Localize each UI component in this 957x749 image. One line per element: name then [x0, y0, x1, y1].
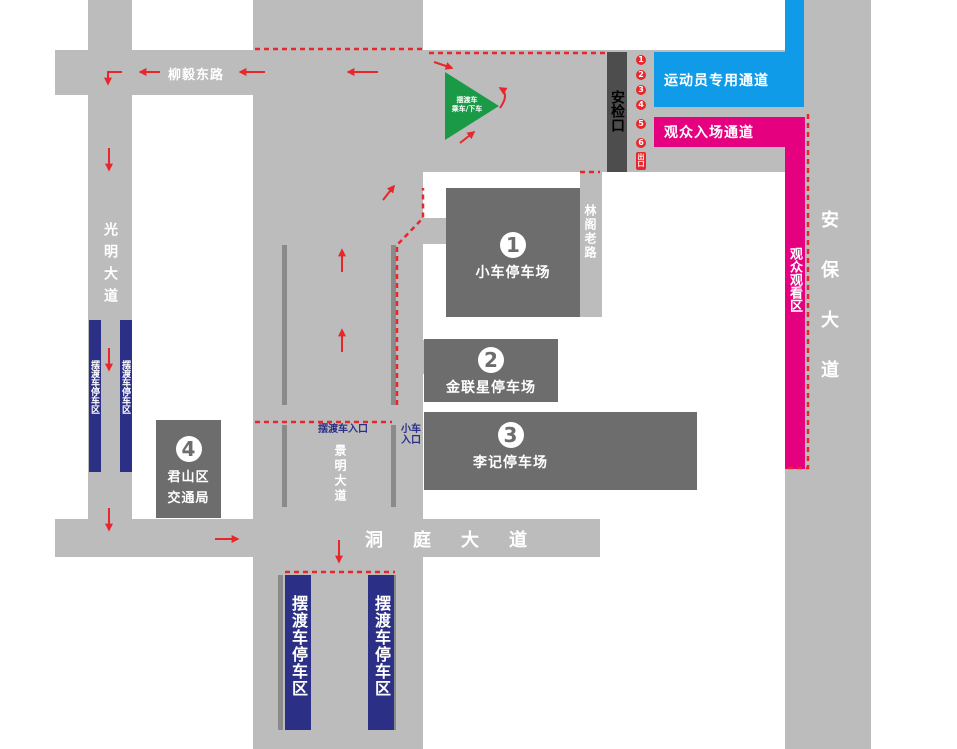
- gate-3-marker: 3: [636, 85, 646, 95]
- shuttle-zone-left-1[interactable]: 摆渡车停车区: [89, 320, 101, 472]
- shuttle-zone-label: 摆渡车停车区: [289, 595, 308, 697]
- lot-name: 李记停车场: [473, 455, 548, 471]
- junshan-traffic-bureau[interactable]: 4 君山区 交通局: [156, 420, 221, 518]
- gate-4-marker: 4: [636, 100, 646, 110]
- lot-number-badge: 2: [478, 347, 504, 373]
- gate-6-marker: 6: [636, 138, 646, 148]
- exit-label: 出口: [637, 153, 645, 167]
- road-label-guangming: 光明大道: [102, 222, 118, 310]
- road-label-jingming: 景明大道: [333, 444, 347, 504]
- road-label-liuyi-east: 柳毅东路: [168, 68, 225, 83]
- road-lot1-access: [423, 218, 447, 244]
- median-right: [391, 245, 396, 405]
- road-dongting: [55, 519, 600, 557]
- median-bottom-left: [278, 575, 283, 730]
- exit-marker: 出口: [636, 152, 646, 170]
- audience-entry-banner[interactable]: 观众入场通道: [654, 117, 804, 147]
- shuttle-entrance-label: 摆渡车入口: [318, 424, 368, 435]
- road-linge-old: [580, 172, 602, 317]
- arrow-northeast-2: [433, 61, 454, 70]
- direction-arrows: [104, 61, 508, 564]
- road-label-dongting: 洞庭大道: [365, 530, 557, 551]
- lot-number-badge: 1: [500, 232, 526, 258]
- checkpoint-label: 安检口: [609, 90, 625, 132]
- athlete-passage-extension: [785, 0, 804, 107]
- lot-name: 小车停车场: [475, 265, 551, 281]
- lot-number-badge: 3: [497, 422, 524, 448]
- dashed-route-lines: [255, 47, 810, 574]
- shuttle-zone-left-2[interactable]: 摆渡车停车区: [120, 320, 132, 472]
- arrow-uturn: [104, 71, 122, 86]
- route-audience-boundary: [787, 114, 810, 470]
- lot-number-badge: 4: [175, 436, 202, 462]
- gate-5-marker: 5: [636, 119, 646, 129]
- car-entrance-label: 小车入口: [398, 424, 424, 446]
- shuttle-stop-triangle: [445, 72, 499, 140]
- median-left-lower: [282, 425, 287, 507]
- audience-area-strip[interactable]: 观众观看区: [785, 117, 805, 469]
- junshan-line2: 交通局: [167, 491, 210, 506]
- parking-lot-1[interactable]: 1 小车停车场: [446, 188, 580, 317]
- parking-lot-2[interactable]: 2 金联星停车场: [424, 339, 558, 402]
- shuttle-stop-line1: 摆渡车: [456, 96, 478, 104]
- audience-area-label: 观众观看区: [787, 247, 802, 312]
- parking-lot-3[interactable]: 3 李记停车场: [424, 412, 697, 490]
- road-label-linge-old: 林阁老路: [583, 204, 597, 260]
- security-checkpoint[interactable]: 安检口: [607, 52, 627, 172]
- shuttle-stop-marker[interactable]: [445, 72, 501, 142]
- median-right-lower: [391, 425, 396, 507]
- shuttle-zone-bottom-1[interactable]: 摆渡车停车区: [285, 575, 311, 730]
- shuttle-zone-bottom-2[interactable]: 摆渡车停车区: [368, 575, 394, 730]
- athlete-passage-banner[interactable]: 运动员专用通道: [654, 52, 804, 107]
- gate-1-marker: 1: [636, 55, 646, 65]
- shuttle-stop-line2: 乘车/下车: [451, 105, 483, 113]
- arrow-stop-turn: [498, 87, 508, 109]
- shuttle-stop-label: 摆渡车 乘车/下车: [449, 96, 485, 114]
- arrow-northeast-1: [459, 131, 476, 144]
- road-label-anbao: 安保大道: [818, 210, 839, 410]
- junshan-line1: 君山区: [167, 470, 210, 485]
- arrow-northeast-3: [382, 184, 395, 201]
- shuttle-zone-label: 摆渡车停车区: [120, 360, 130, 414]
- lot-name: 金联星停车场: [446, 380, 536, 396]
- shuttle-zone-label: 摆渡车停车区: [372, 595, 391, 697]
- shuttle-zone-label: 摆渡车停车区: [89, 360, 99, 414]
- median-left: [282, 245, 287, 405]
- gate-2-marker: 2: [636, 70, 646, 80]
- car-entrance-text: 小车入口: [401, 424, 421, 446]
- route-lot-access: [395, 188, 425, 405]
